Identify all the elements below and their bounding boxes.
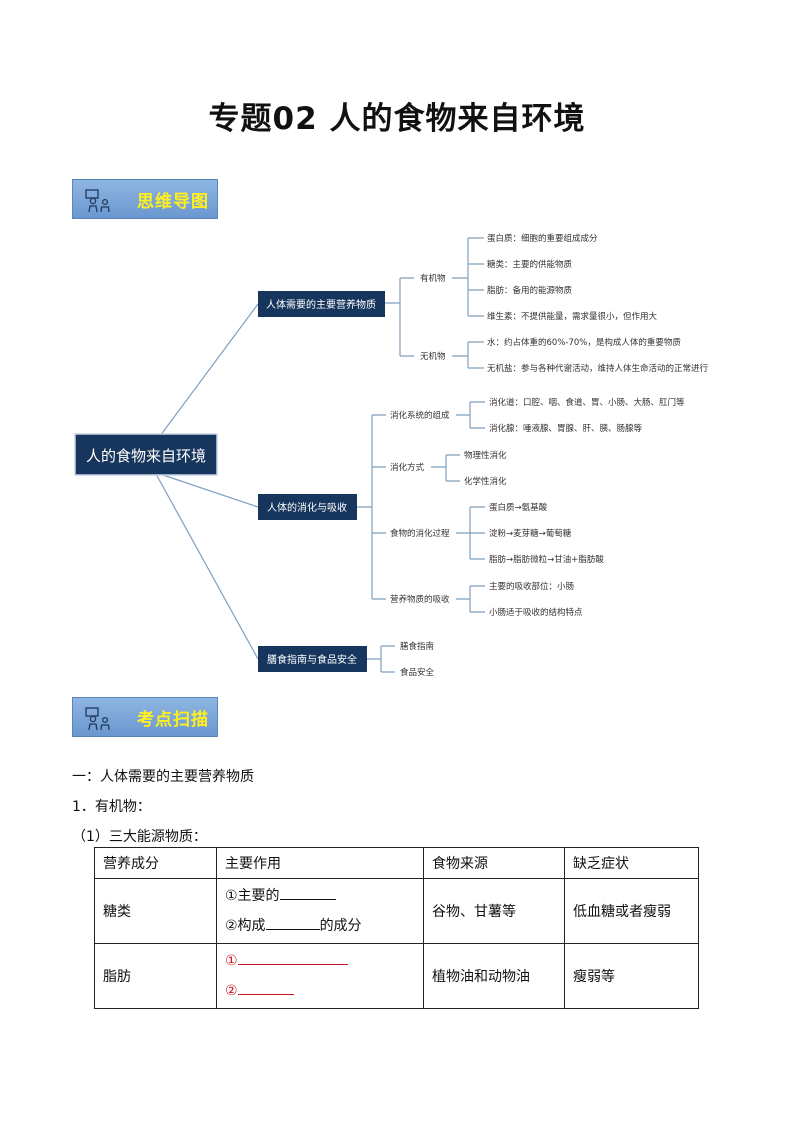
table-cell: 脂肪 xyxy=(94,943,217,1009)
answer-blank[interactable] xyxy=(279,885,336,900)
mind-map: 人的食物来自环境 人体需要的主要营养物质 人体的消化与吸收 膳食指南与食品安全 … xyxy=(74,233,709,678)
teacher-icon xyxy=(85,707,110,731)
leaf: 糖类：主要的供能物质 xyxy=(487,259,573,270)
leaf: 物理性消化 xyxy=(464,450,507,461)
table-cell: 植物油和动物油 xyxy=(423,943,565,1009)
section-heading: 一：人体需要的主要营养物质 xyxy=(72,769,254,785)
table-cell: ①主要的 ②构成 的成分 xyxy=(216,878,424,944)
nutrient-table: 营养成分 主要作用 食物来源 缺乏症状 糖类 ①主要的 ②构成 的成分 谷物、甘薯… xyxy=(94,847,699,1009)
root-node-label: 人的食物来自环境 xyxy=(86,447,206,465)
node-digestive-system: 消化系统的组成 xyxy=(390,410,450,421)
table-row: 脂肪 ① ② 植物油和动物油 瘦弱等 xyxy=(94,943,699,1009)
leaf: 脂肪→脂肪微粒→甘油+脂肪酸 xyxy=(489,554,604,565)
mindmap-connectors xyxy=(155,237,485,673)
answer-blank[interactable] xyxy=(265,915,320,930)
cell-text: ②构成 xyxy=(225,918,266,934)
answer-blank[interactable] xyxy=(237,950,348,965)
scan-banner: 考点扫描 xyxy=(72,697,218,737)
mindmap-banner: 思维导图 xyxy=(72,179,218,219)
root-node xyxy=(74,433,218,476)
table-header-cell: 主要作用 xyxy=(216,847,424,879)
leaf: 化学性消化 xyxy=(464,476,507,487)
table-cell: ① ② xyxy=(216,943,424,1009)
cell-text: 的成分 xyxy=(319,918,362,934)
leaf: 小肠适于吸收的结构特点 xyxy=(489,607,583,618)
leaf: 蛋白质：细胞的重要组成成分 xyxy=(487,233,598,244)
table-cell: 低血糖或者瘦弱 xyxy=(564,878,699,944)
branch-label-nutrients: 人体需要的主要营养物质 xyxy=(266,298,376,311)
table-header-cell: 营养成分 xyxy=(94,847,217,879)
leaf: 消化道：口腔、咽、食道、胃、小肠、大肠、肛门等 xyxy=(489,397,685,408)
branch-node-nutrients xyxy=(258,291,385,317)
mindmap-banner-label: 思维导图 xyxy=(137,192,209,212)
node-digestion-method: 消化方式 xyxy=(390,462,425,473)
table-header-cell: 缺乏症状 xyxy=(564,847,699,879)
subsection-heading: （1）三大能源物质： xyxy=(72,829,207,845)
table-header-row: 营养成分 主要作用 食物来源 缺乏症状 xyxy=(94,847,699,879)
table-cell: 瘦弱等 xyxy=(564,943,699,1009)
cell-text: ① xyxy=(225,953,238,969)
branch-node-digestion xyxy=(258,494,357,520)
scan-banner-label: 考点扫描 xyxy=(137,710,209,730)
cell-text: ①主要的 xyxy=(225,888,280,904)
subsection-heading: 1．有机物： xyxy=(72,799,151,815)
cell-text: ② xyxy=(225,983,238,999)
leaf: 蛋白质→氨基酸 xyxy=(489,502,548,513)
leaf: 淀粉→麦芽糖→葡萄糖 xyxy=(489,528,572,539)
leaf: 膳食指南 xyxy=(400,641,434,652)
page-title: 专题02 人的食物来自环境 xyxy=(208,101,586,137)
table-cell: 谷物、甘薯等 xyxy=(423,878,565,944)
answer-blank[interactable] xyxy=(237,980,294,995)
node-absorption: 营养物质的吸收 xyxy=(390,594,450,605)
leaf: 主要的吸收部位：小肠 xyxy=(489,581,574,592)
leaf: 食品安全 xyxy=(400,667,435,678)
table-row: 糖类 ①主要的 ②构成 的成分 谷物、甘薯等 低血糖或者瘦弱 xyxy=(94,878,699,944)
table-header-cell: 食物来源 xyxy=(423,847,565,879)
branch-label-diet: 膳食指南与食品安全 xyxy=(267,653,357,666)
teacher-icon xyxy=(85,189,110,213)
leaf: 脂肪：备用的能源物质 xyxy=(487,285,573,296)
leaf: 消化腺：唾液腺、胃腺、肝、胰、肠腺等 xyxy=(489,423,643,434)
leaf: 水：约占体重的60%-70%，是构成人体的重要物质 xyxy=(487,337,681,348)
leaf: 无机盐：参与各种代谢活动，维持人体生命活动的正常进行 xyxy=(487,363,709,374)
branch-label-digestion: 人体的消化与吸收 xyxy=(267,501,347,514)
node-inorganic: 无机物 xyxy=(420,351,446,362)
branch-node-diet xyxy=(258,646,367,672)
table-cell: 糖类 xyxy=(94,878,217,944)
node-organic: 有机物 xyxy=(420,273,446,284)
leaf: 维生素：不提供能量，需求量很小，但作用大 xyxy=(487,311,658,322)
node-digestion-process: 食物的消化过程 xyxy=(390,528,450,539)
